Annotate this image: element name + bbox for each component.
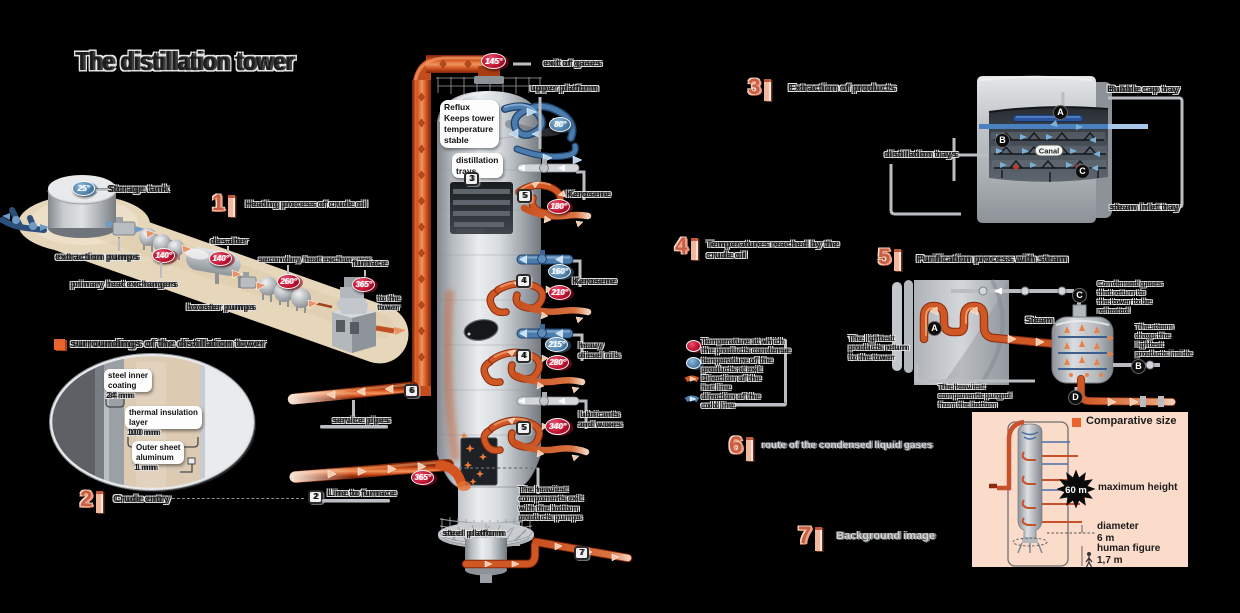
svg-text:60 m: 60 m <box>1065 485 1087 496</box>
svg-text:Canal: Canal <box>1039 147 1059 156</box>
